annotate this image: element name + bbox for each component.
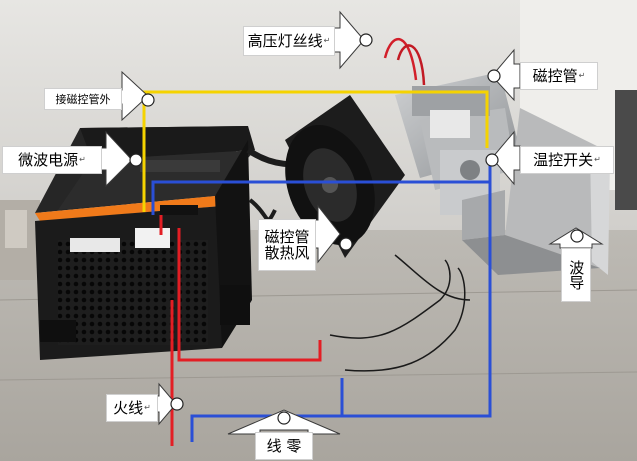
dot-filament xyxy=(359,33,373,47)
dot-waveguide xyxy=(570,229,584,243)
dot-magnetron-outer xyxy=(141,93,155,107)
terminal-block xyxy=(135,228,170,248)
dot-thermo xyxy=(485,153,499,167)
label-thermo-switch: 温控开关↵ xyxy=(520,146,614,174)
label-waveguide: 波导 xyxy=(561,248,591,302)
arrow-magnetron xyxy=(491,48,521,102)
vent-grille xyxy=(58,240,208,345)
return-mark: ↵ xyxy=(79,155,86,164)
label-magnetron: 磁控管↵ xyxy=(520,62,598,90)
microwave-power-supply xyxy=(35,126,255,360)
label-neutral: 线 零 xyxy=(255,432,313,460)
return-mark: ↵ xyxy=(594,155,601,164)
label-microwave-psu: 微波电源↵ xyxy=(2,146,102,174)
dot-magnetron xyxy=(487,69,501,83)
label-magnetron-outer: 接磁控管外 xyxy=(44,88,122,110)
label-fan-line2: 散热风 xyxy=(264,244,310,262)
blue-wire-right xyxy=(287,165,492,418)
dot-live xyxy=(170,397,184,411)
label-neutral-line1: 线 xyxy=(266,436,282,455)
return-mark: ↵ xyxy=(578,71,586,80)
dot-neutral xyxy=(277,411,291,425)
dot-psu xyxy=(129,153,143,167)
magnetron-cooling-fan xyxy=(285,95,405,258)
dot-fan xyxy=(339,237,353,251)
blue-wire-top xyxy=(151,180,490,215)
label-live-wire: 火线↵ xyxy=(106,394,158,422)
label-fan-line1: 磁控管 xyxy=(264,227,310,246)
label-microwave-psu-text: 微波电源 xyxy=(18,150,79,169)
blue-wire-neutral xyxy=(190,378,344,442)
label-live-wire-text: 火线 xyxy=(113,398,144,417)
label-waveguide-text: 波导 xyxy=(567,260,586,290)
label-fan: 磁控管 散热风 xyxy=(258,219,316,271)
label-neutral-line2: 零 xyxy=(286,436,302,455)
return-mark: ↵ xyxy=(323,36,331,45)
label-filament-hv: 高压灯丝线↵ xyxy=(243,26,335,56)
return-mark: ↵ xyxy=(144,403,151,412)
label-thermo-switch-text: 温控开关 xyxy=(533,150,594,169)
arrow-thermo xyxy=(491,130,521,186)
label-magnetron-text: 磁控管 xyxy=(532,66,578,85)
yellow-wire xyxy=(142,90,489,212)
red-wire-live xyxy=(177,228,322,362)
label-magnetron-outer-text: 接磁控管外 xyxy=(55,92,111,106)
label-filament-hv-text: 高压灯丝线 xyxy=(247,31,323,50)
